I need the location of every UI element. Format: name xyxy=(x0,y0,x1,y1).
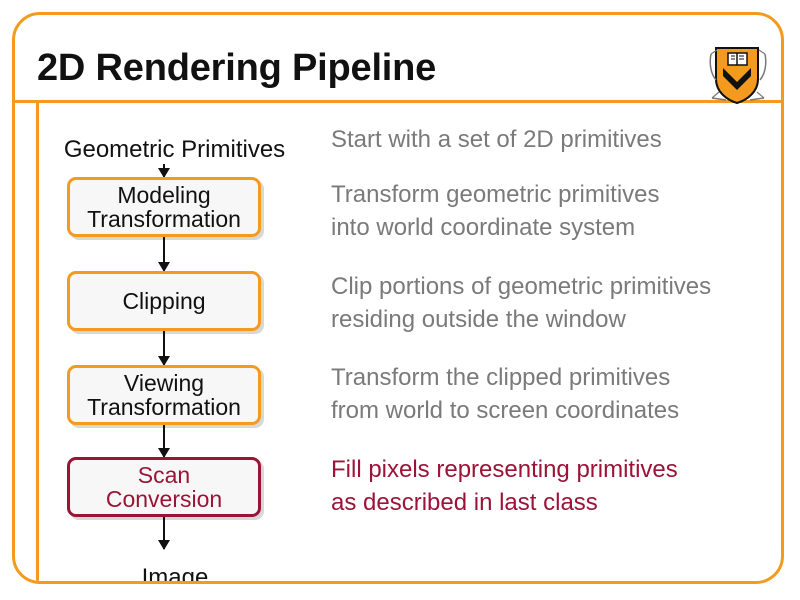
description-line: Transform the clipped primitives xyxy=(331,364,671,391)
pipeline-arrow xyxy=(158,331,170,366)
viewing-transformation-box: Viewing Transformation xyxy=(67,365,261,425)
slide-title: 2D Rendering Pipeline xyxy=(37,47,437,89)
description-line: Clip portions of geometric primitives xyxy=(331,273,712,300)
conversion-label: Conversion xyxy=(105,486,223,512)
description-line: into world coordinate system xyxy=(331,214,636,241)
output-arrow xyxy=(158,517,170,550)
transformation-label: Transformation xyxy=(87,394,241,420)
clipping-label: Clipping xyxy=(122,289,205,313)
lecture-slide: 2D Rendering Pipeline Geometric Primitiv… xyxy=(12,12,784,584)
description-line: from world to screen coordinates xyxy=(331,397,680,424)
input-arrow xyxy=(158,164,170,178)
pipeline-arrow xyxy=(158,425,170,458)
viewing-transformation-label: Viewing Transformation xyxy=(87,371,241,419)
scan-conversion-description: Fill pixels representing primitives as d… xyxy=(331,453,678,519)
output-label: Image xyxy=(141,564,209,584)
pipeline-arrow xyxy=(158,237,170,272)
scan-conversion-label: Scan Conversion xyxy=(106,463,222,511)
viewing-label: Viewing xyxy=(123,370,205,396)
clipping-description: Clip portions of geometric primitives re… xyxy=(331,270,711,336)
university-shield-icon xyxy=(709,47,767,104)
header-divider xyxy=(15,100,781,103)
modeling-transformation-description: Transform geometric primitives into worl… xyxy=(331,178,660,244)
clipping-box: Clipping xyxy=(67,271,261,331)
scan-conversion-box: Scan Conversion xyxy=(67,457,261,517)
scan-label: Scan xyxy=(137,462,191,488)
modeling-transformation-box: Modeling Transformation xyxy=(67,177,261,237)
modeling-label: Modeling xyxy=(117,182,211,208)
input-label: Geometric Primitives xyxy=(63,136,286,163)
modeling-transformation-label: Modeling Transformation xyxy=(87,183,241,231)
transformation-label: Transformation xyxy=(87,206,241,232)
description-line: Transform geometric primitives xyxy=(331,181,660,208)
input-description: Start with a set of 2D primitives xyxy=(331,126,662,153)
description-line: residing outside the window xyxy=(331,306,626,333)
description-line: as described in last class xyxy=(331,489,598,516)
viewing-transformation-description: Transform the clipped primitives from wo… xyxy=(331,361,679,427)
left-divider xyxy=(36,103,39,581)
description-line: Fill pixels representing primitives xyxy=(331,456,678,483)
clipping-text: Clipping xyxy=(122,288,206,314)
